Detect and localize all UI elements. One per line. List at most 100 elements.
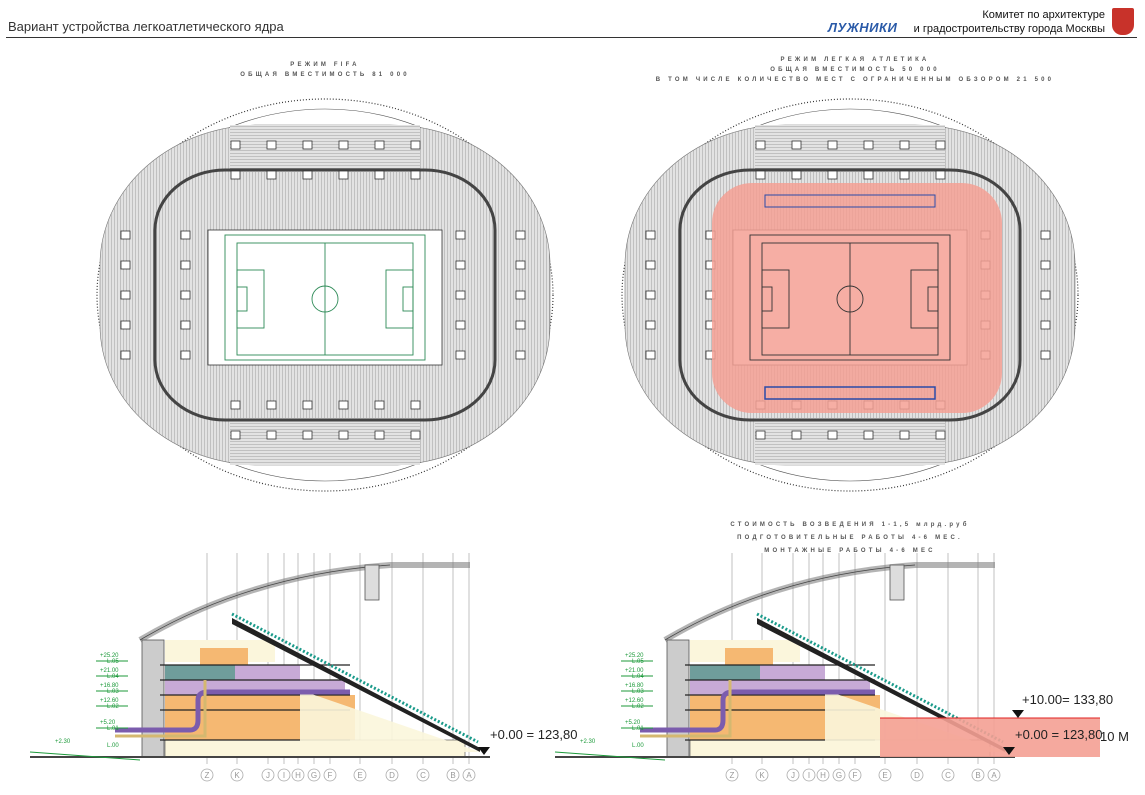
- level-label: L.01: [107, 726, 119, 732]
- level-elevation: +21.00: [100, 668, 119, 674]
- raised-field-zone: [880, 718, 1100, 757]
- vomitory: [230, 400, 241, 410]
- vomitory: [410, 430, 421, 440]
- axis-bubble: [307, 768, 321, 782]
- level-label: L.05: [632, 659, 644, 665]
- axis-bubble: [971, 768, 985, 782]
- zero-level-marker: [1003, 747, 1015, 755]
- vomitory: [374, 430, 385, 440]
- axis-bubble: [878, 768, 892, 782]
- athletics-overlay: [712, 183, 1002, 413]
- athletics-section: +2.30L.05L.04L.03L.02L.01L.00+25.20+21.0…: [554, 553, 1129, 782]
- vomitory: [338, 170, 349, 180]
- vomitory: [935, 140, 946, 150]
- axis-label-C: C: [945, 771, 951, 780]
- fifa-section: +2.30L.05L.04L.03L.02L.01L.00+25.20+21.0…: [29, 553, 577, 782]
- axis-label-A: A: [991, 771, 997, 780]
- axis-bubble: [446, 768, 460, 782]
- axis-label-F: F: [853, 771, 858, 780]
- raise-height-label: 10 M: [1100, 729, 1129, 744]
- vomitory: [180, 260, 191, 270]
- vomitory: [455, 230, 466, 240]
- vomitory: [230, 170, 241, 180]
- axis-bubble: [291, 768, 305, 782]
- vomitory: [455, 320, 466, 330]
- cost-line-2: ПОДГОТОВИТЕЛЬНЫЕ РАБОТЫ 4-6 МЕС.: [737, 535, 963, 541]
- vomitory: [791, 140, 802, 150]
- axis-bubble: [941, 768, 955, 782]
- track-straight-top: [764, 194, 936, 208]
- vomitory: [755, 430, 766, 440]
- level-elevation: +25.20: [100, 653, 119, 659]
- axis-bubble: [832, 768, 846, 782]
- axis-bubble: [323, 768, 337, 782]
- vomitory: [863, 430, 874, 440]
- level-label: L.03: [632, 689, 644, 695]
- level-label: L.04: [632, 674, 644, 680]
- service-duct-secondary: [115, 680, 207, 738]
- seating-rake: [232, 618, 480, 752]
- vomitory: [374, 140, 385, 150]
- level-elevation: +12.60: [625, 698, 644, 704]
- roof-truss: [663, 562, 995, 643]
- vomitory: [1040, 230, 1051, 240]
- vomitory: [266, 400, 277, 410]
- axis-label-Z: Z: [205, 771, 210, 780]
- header-divider: [6, 37, 1137, 38]
- right-goal-area: [402, 286, 414, 312]
- fifa-mode-label: РЕЖИМ FIFA: [290, 62, 360, 68]
- vomitory: [645, 260, 656, 270]
- track-straight-bottom: [764, 386, 936, 400]
- fifa-capacity-label: ОБЩАЯ ВМЕСТИМОСТЬ 81 000: [240, 72, 410, 78]
- sheet-title: Вариант устройства легкоатлетического яд…: [8, 19, 284, 34]
- vomitory: [338, 140, 349, 150]
- vomitory: [266, 430, 277, 440]
- zero-elevation-label: +0.00 = 123,80: [490, 727, 577, 742]
- vomitory: [755, 140, 766, 150]
- axis-bubble: [910, 768, 924, 782]
- level-elevation: +5.20: [625, 720, 641, 726]
- vomitory: [1040, 320, 1051, 330]
- axis-label-C: C: [420, 771, 426, 780]
- level-label: L.05: [107, 659, 119, 665]
- block-press: [725, 648, 773, 665]
- vomitory: [120, 290, 131, 300]
- fifa-caption: РЕЖИМ FIFA ОБЩАЯ ВМЕСТИМОСТЬ 81 000: [175, 60, 475, 80]
- centre-circle: [311, 285, 339, 313]
- vomitory: [755, 170, 766, 180]
- vomitory: [230, 430, 241, 440]
- vomitory: [863, 170, 874, 180]
- vomitory: [791, 430, 802, 440]
- axis-bubble: [416, 768, 430, 782]
- block-press: [200, 648, 248, 665]
- terrain-line: [29, 751, 141, 761]
- vomitory: [410, 170, 421, 180]
- vomitory: [1040, 350, 1051, 360]
- athletics-mode-label: РЕЖИМ ЛЕГКАЯ АТЛЕТИКА: [780, 57, 930, 63]
- committee-line-2: и градостроительству города Москвы: [913, 23, 1105, 35]
- left-goal-area: [236, 286, 248, 312]
- vomitory: [180, 230, 191, 240]
- right-goal-area: [927, 286, 939, 312]
- athletics-limited-view-label: В ТОМ ЧИСЛЕ КОЛИЧЕСТВО МЕСТ С ОГРАНИЧЕНН…: [655, 77, 1055, 83]
- level-elevation: +16.80: [625, 683, 644, 689]
- vomitory: [645, 350, 656, 360]
- vomitory: [120, 350, 131, 360]
- vomitory: [410, 400, 421, 410]
- vomitory: [180, 350, 191, 360]
- level-elevation: +21.00: [625, 668, 644, 674]
- vomitory: [120, 260, 131, 270]
- axis-label-J: J: [266, 771, 270, 780]
- athletics-plan: [621, 98, 1079, 492]
- athletics-caption: РЕЖИМ ЛЕГКАЯ АТЛЕТИКА ОБЩАЯ ВМЕСТИМОСТЬ …: [620, 55, 1090, 85]
- axis-label-G: G: [836, 771, 842, 780]
- axis-label-G: G: [311, 771, 317, 780]
- vomitory: [455, 260, 466, 270]
- vomitory: [455, 290, 466, 300]
- vomitory: [515, 320, 526, 330]
- vomitory: [899, 170, 910, 180]
- vomitory: [935, 430, 946, 440]
- axis-bubble: [462, 768, 476, 782]
- vomitory: [515, 260, 526, 270]
- stadium-plans: [96, 98, 1079, 492]
